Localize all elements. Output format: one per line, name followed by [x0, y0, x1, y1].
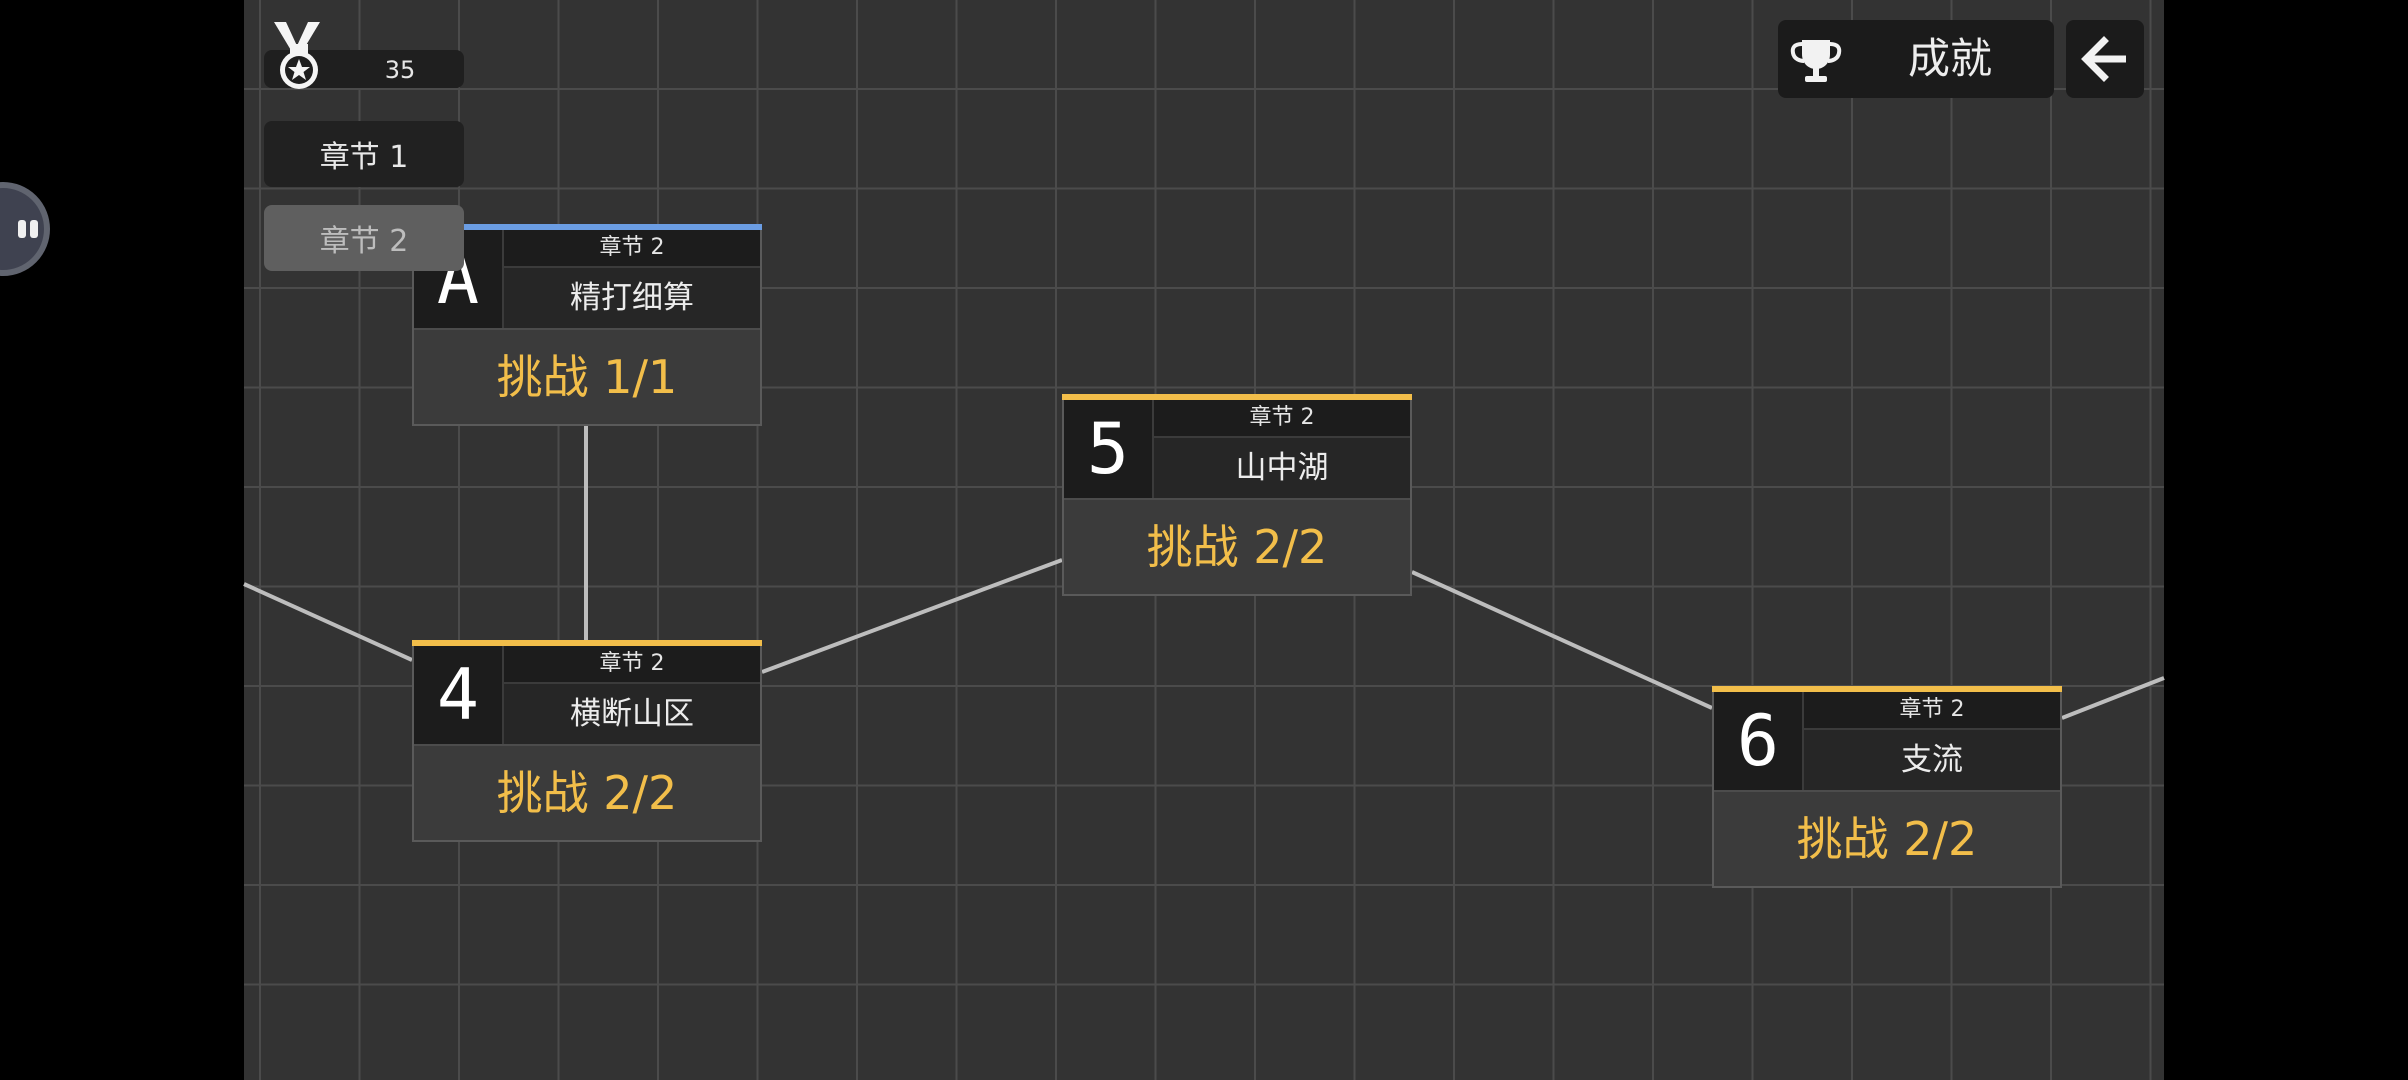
path-segment: [243, 582, 413, 662]
level-card-accent-bar: [412, 224, 762, 230]
level-card-6[interactable]: 6 章节 2 支流 挑战 2/2: [1712, 686, 2062, 888]
level-chapter: 章节 2: [1154, 400, 1410, 436]
level-challenge: 挑战 2/2: [1146, 520, 1328, 574]
chapter-2-tab[interactable]: 章节 2: [264, 205, 464, 271]
level-number: 6: [1714, 692, 1802, 790]
level-challenge: 挑战 2/2: [1796, 812, 1978, 866]
level-chapter: 章节 2: [504, 646, 760, 682]
level-chapter: 章节 2: [504, 230, 760, 266]
level-name: 山中湖: [1154, 438, 1410, 498]
trophy-icon: [1790, 40, 1842, 82]
assistant-eye-icon: [18, 220, 26, 238]
medal-icon: [274, 22, 320, 89]
level-card-a[interactable]: A 章节 2 精打细算 挑战 1/1: [412, 224, 762, 426]
level-name: 横断山区: [504, 684, 760, 744]
level-chapter: 章节 2: [1804, 692, 2060, 728]
level-card-5[interactable]: 5 章节 2 山中湖 挑战 2/2: [1062, 394, 1412, 596]
level-name: 精打细算: [504, 268, 760, 328]
level-challenge: 挑战 1/1: [496, 350, 678, 404]
card-divider: [1714, 790, 2060, 792]
card-divider: [1064, 498, 1410, 500]
path-segment: [1411, 570, 1713, 710]
level-card-accent-bar: [1712, 686, 2062, 692]
level-card-4[interactable]: 4 章节 2 横断山区 挑战 2/2: [412, 640, 762, 842]
level-challenge: 挑战 2/2: [496, 766, 678, 820]
level-number: 5: [1064, 400, 1152, 498]
chapter-1-tab[interactable]: 章节 1: [264, 121, 464, 187]
assistant-eye-icon: [30, 220, 38, 238]
level-card-accent-bar: [412, 640, 762, 646]
path-segment: [2061, 676, 2165, 720]
card-divider: [414, 328, 760, 330]
level-number: 4: [414, 646, 502, 744]
arrow-left-icon: [2081, 36, 2126, 82]
path-segment: [761, 558, 1063, 674]
level-card-accent-bar: [1062, 394, 1412, 400]
card-divider: [414, 744, 760, 746]
level-name: 支流: [1804, 730, 2060, 790]
achievements-label: 成就: [1907, 34, 1992, 83]
medal-count: 35: [384, 56, 416, 84]
